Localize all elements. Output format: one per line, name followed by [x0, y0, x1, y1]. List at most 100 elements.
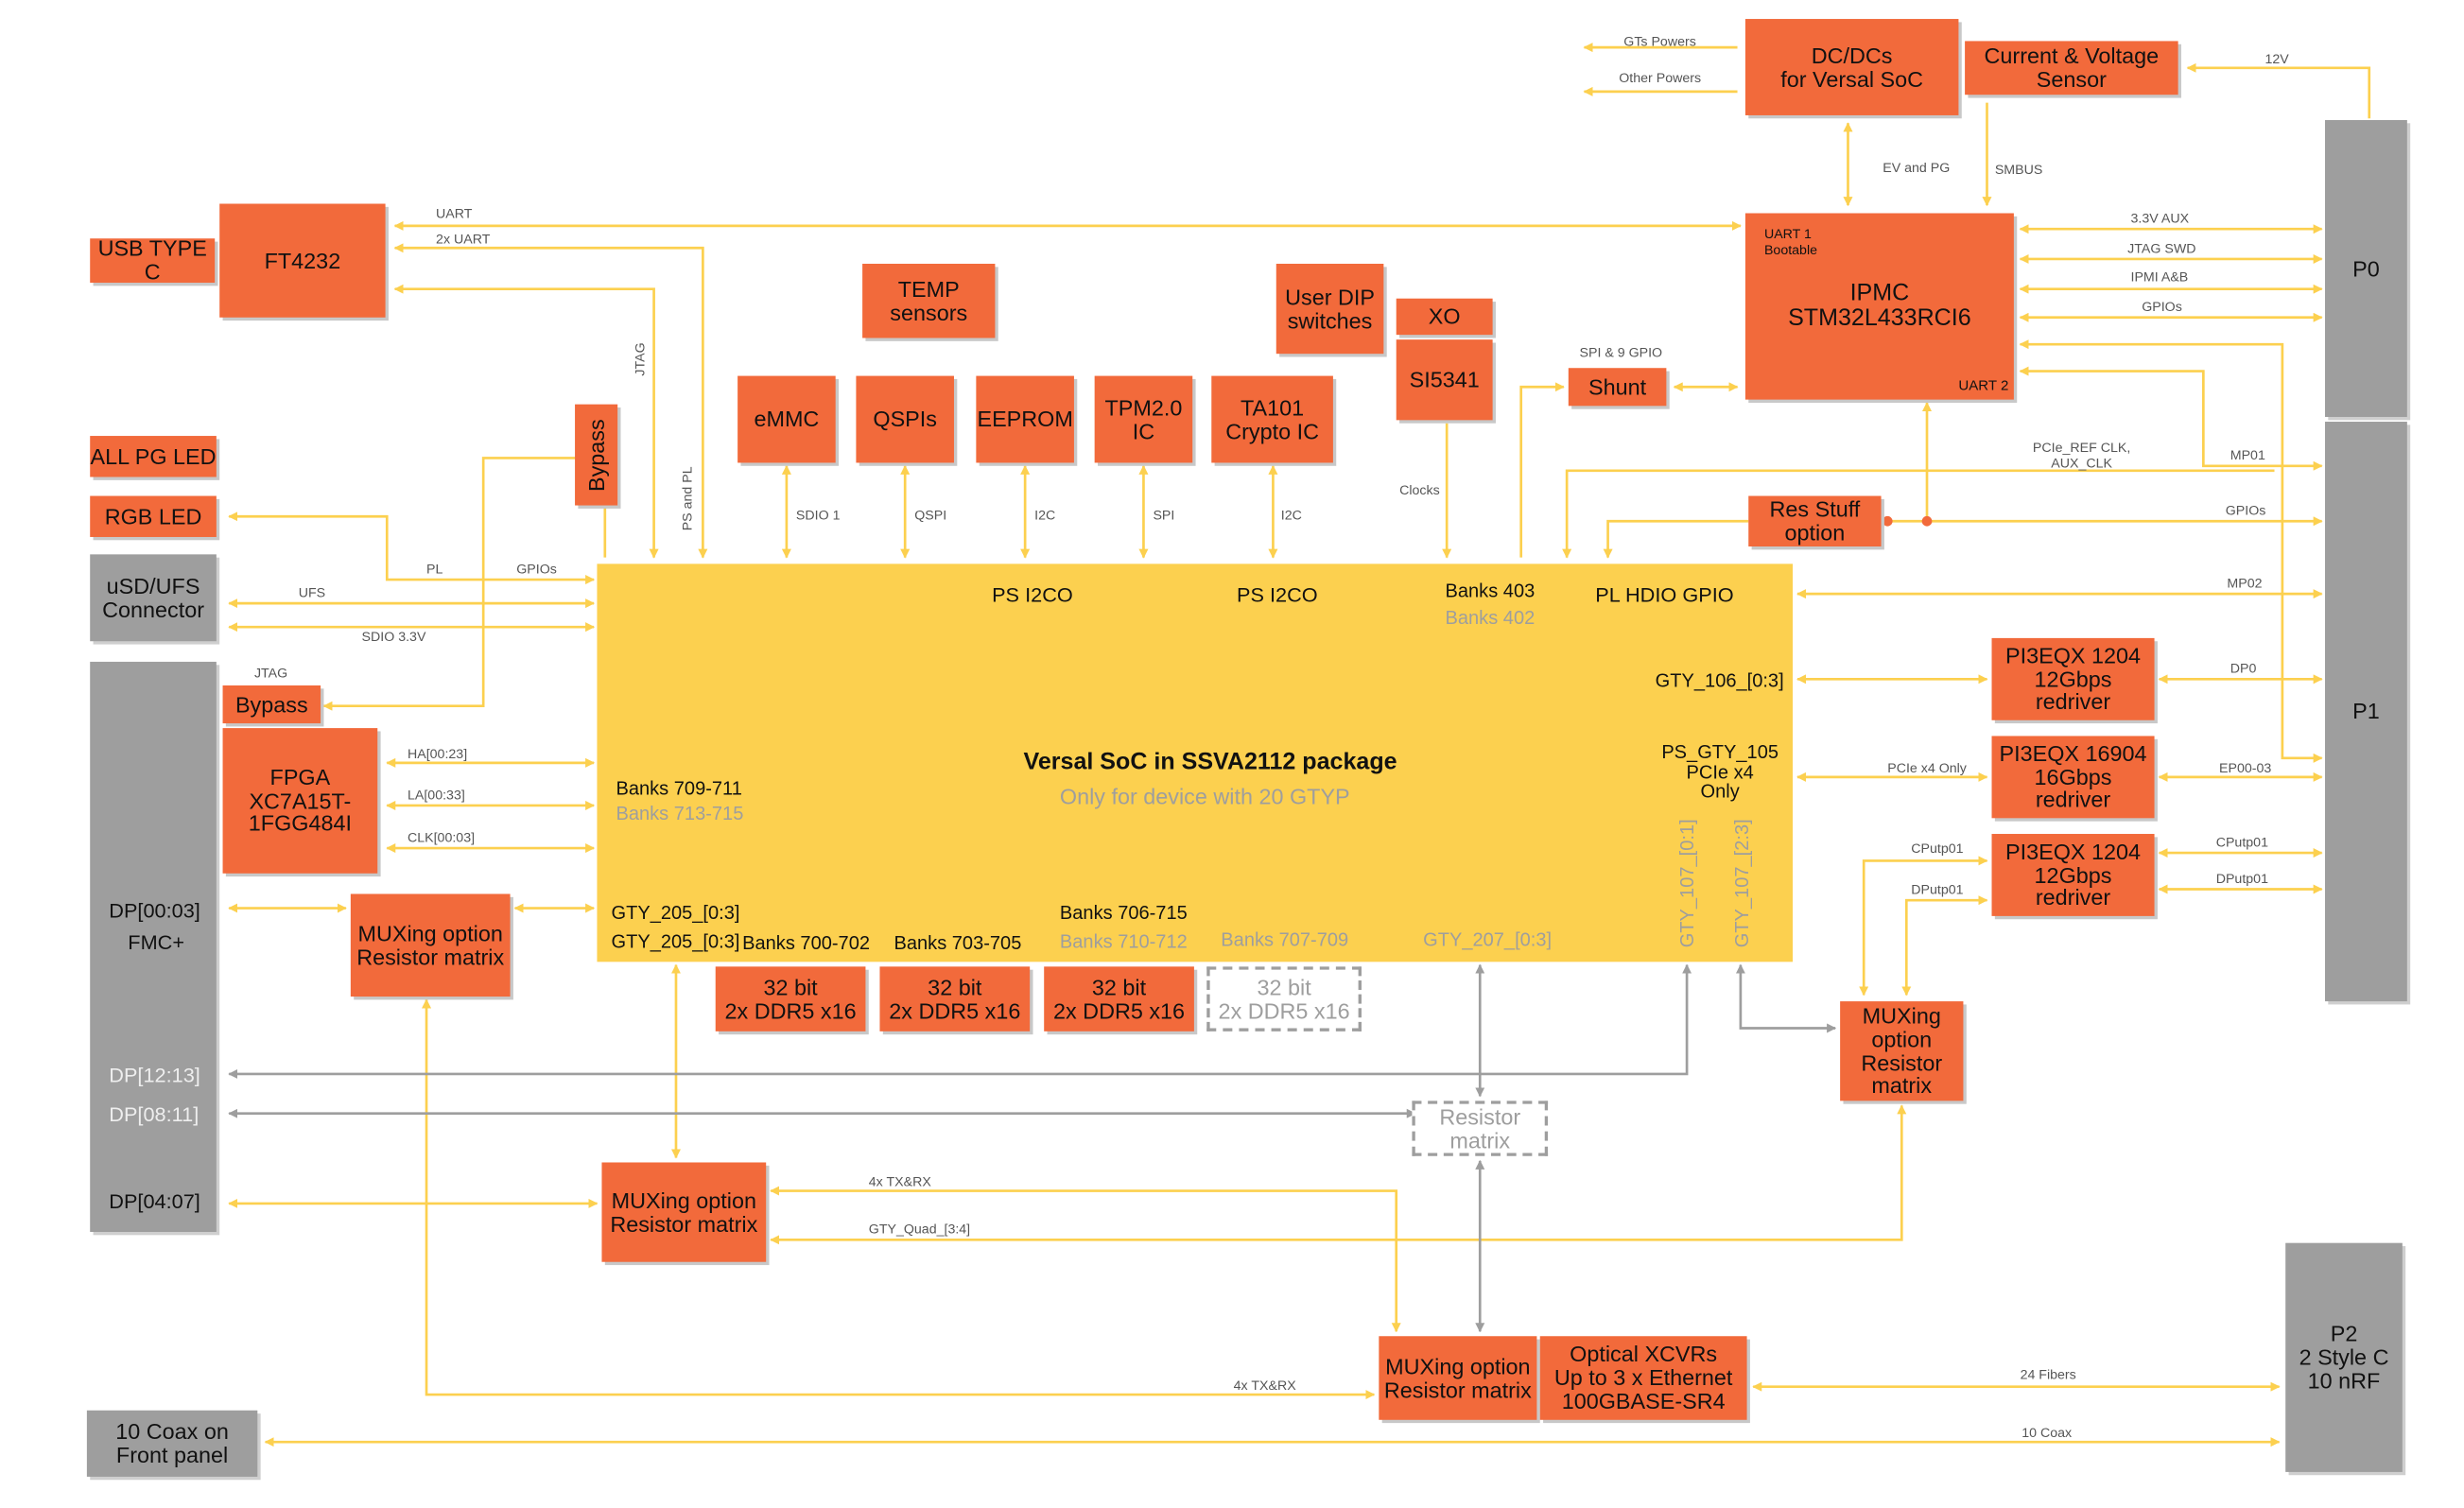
wire-pcie-ref — [1562, 469, 2275, 559]
soc-banks-703: Banks 703-705 — [894, 931, 1022, 954]
ft4232-text: FT4232 — [264, 247, 341, 273]
redriver-3-text: PI3EQX 1204 12Gbps redriver — [2005, 838, 2142, 910]
resmatrix-text: Resistor matrix — [1439, 1103, 1521, 1153]
soc-gty205-a: GTY_205_[0:3] — [611, 901, 740, 925]
redriver-2-block: PI3EQX 16904 16Gbps redriver — [1991, 736, 2155, 819]
dcdc-text: DC/DCs for Versal SoC — [1780, 42, 1924, 92]
usb-type-c-block: USB TYPE C — [90, 236, 216, 284]
qspis-text: QSPIs — [873, 406, 937, 432]
label-spi-tpm: SPI — [1153, 507, 1175, 523]
soc-gty207: GTY_207_[0:3] — [1423, 928, 1553, 951]
bypass-top-block: Bypass — [575, 404, 618, 506]
wire-pl-led — [228, 511, 596, 585]
emmc-text: eMMC — [754, 406, 820, 432]
eeprom-text: EEPROM — [977, 406, 1073, 432]
label-uart: UART — [436, 205, 473, 221]
qspis-block: QSPIs — [856, 375, 954, 463]
soc-subtitle: Only for device with 20 GTYP — [1059, 783, 1350, 809]
ddr-2-block: 32 bit 2x DDR5 x16 — [879, 966, 1031, 1031]
usd-ufs-connector: uSD/UFS Connector — [90, 554, 217, 642]
redriver-3-block: PI3EQX 1204 12Gbps redriver — [1991, 834, 2155, 916]
label-i2c-ta101: I2C — [1280, 507, 1302, 523]
wire-ipmc-p1 — [2019, 339, 2323, 763]
soc-ps-i2c-1: PS I2CO — [992, 582, 1073, 607]
coax-text: 10 Coax on Front panel — [115, 1418, 229, 1467]
p2-connector: P2 2 Style C 10 nRF — [2285, 1242, 2403, 1472]
label-2x-uart: 2x UART — [436, 230, 491, 247]
allpg-text: ALL PG LED — [90, 442, 217, 469]
soc-ps-gty105: PS_GTY_105 PCIe x4 Only — [1658, 739, 1781, 806]
mux-mid-text: MUXing option Resistor matrix — [610, 1187, 758, 1237]
wire-4x-txrx-a — [770, 1186, 1401, 1333]
ddr-2-text: 32 bit 2x DDR5 x16 — [889, 974, 1021, 1023]
wire-dp1213 — [228, 963, 1692, 1079]
usd-text: uSD/UFS Connector — [102, 573, 204, 622]
label-la: LA[00:33] — [407, 786, 465, 803]
bypass-left-text: Bypass — [234, 691, 308, 717]
temp-sensors-block: TEMP sensors — [862, 263, 996, 338]
label-sdio1: SDIO 1 — [795, 507, 841, 523]
soc-gty107-a: GTY_107_[0:1] — [1675, 819, 1698, 948]
optical-text: Optical XCVRs Up to 3 x Ethernet 100GBAS… — [1553, 1342, 1733, 1413]
shunt-text: Shunt — [1588, 373, 1647, 400]
soc-gty205-b: GTY_205_[0:3] — [611, 929, 740, 953]
mux-mid-block: MUXing option Resistor matrix — [601, 1162, 767, 1262]
label-10-coax: 10 Coax — [2022, 1424, 2073, 1441]
ipmc-text: IPMC STM32L433RCI6 — [1788, 280, 1971, 332]
tpm-block: TPM2.0 IC — [1094, 375, 1193, 463]
label-cputp01-b: CPutp01 — [2215, 834, 2268, 850]
label-jtag-vertical: JTAG — [632, 342, 648, 376]
label-cputp01-a: CPutp01 — [1911, 840, 1964, 857]
mux-left-text: MUXing option Resistor matrix — [356, 920, 505, 969]
ddr-3-text: 32 bit 2x DDR5 x16 — [1052, 974, 1186, 1023]
soc-banks-403: Banks 403 — [1445, 580, 1536, 602]
fmc-dp0407: DP[04:07] — [109, 1188, 200, 1213]
label-ep00: EP00-03 — [2219, 759, 2272, 776]
label-spi-9gpio: SPI & 9 GPIO — [1579, 344, 1663, 360]
label-4x-txrx-a: 4x TX&RX — [868, 1173, 931, 1189]
soc-banks-706: Banks 706-715 — [1059, 901, 1188, 925]
wire-12v — [2186, 62, 2371, 119]
wire-gty107-mux — [1735, 963, 1837, 1033]
emmc-block: eMMC — [737, 375, 836, 463]
redriver-1-text: PI3EQX 1204 12Gbps redriver — [2005, 642, 2142, 715]
fmc-connector — [90, 661, 217, 1232]
soc-banks-402: Banks 402 — [1445, 606, 1536, 629]
label-dputp01-a: DPutp01 — [1911, 881, 1964, 897]
ta101-block: TA101 Crypto IC — [1211, 375, 1333, 463]
rgb-led-block: RGB LED — [90, 495, 217, 537]
coax-front-panel-block: 10 Coax on Front panel — [86, 1410, 258, 1477]
sensor-text: Current & Voltage Sensor — [1984, 43, 2160, 92]
ddr-1-text: 32 bit 2x DDR5 x16 — [724, 974, 857, 1023]
resstuff-text: Res Stuff option — [1769, 496, 1861, 546]
label-dp0: DP0 — [2230, 660, 2257, 676]
xo-text: XO — [1428, 303, 1461, 329]
soc-ps-gty105-text: PS_GTY_105 PCIe x4 Only — [1661, 740, 1779, 804]
mux-right-text: MUXing option Resistor matrix — [1861, 1002, 1943, 1099]
xo-block: XO — [1396, 298, 1493, 336]
mux-bottom-block: MUXing option Resistor matrix — [1379, 1336, 1537, 1420]
tpm-text: TPM2.0 IC — [1104, 394, 1183, 443]
redriver-2-text: PI3EQX 16904 16Gbps redriver — [1999, 740, 2147, 813]
soc-ps-i2c-2: PS I2CO — [1237, 582, 1318, 607]
junction-dot — [1882, 515, 1893, 527]
label-33v-aux: 3.3V AUX — [2130, 210, 2190, 226]
label-mp02: MP02 — [2227, 575, 2263, 591]
fmc-plus-label: FMC+ — [128, 929, 185, 954]
label-ha: HA[00:23] — [407, 745, 468, 762]
label-ufs: UFS — [298, 584, 326, 600]
fpga-block: FPGA XC7A15T- 1FGG484I — [222, 728, 378, 874]
mux-left-block: MUXing option Resistor matrix — [350, 893, 511, 997]
label-clk: CLK[00:03] — [407, 829, 476, 845]
wire-mp01 — [2019, 366, 2323, 471]
label-qspi: QSPI — [914, 507, 947, 523]
bypass-top-text: Bypass — [582, 418, 609, 492]
label-pcie-x4: PCIe x4 Only — [1887, 759, 1967, 776]
sensor-block: Current & Voltage Sensor — [1965, 41, 2178, 95]
fmc-dp0811: DP[08:11] — [109, 1102, 200, 1127]
res-stuff-block: Res Stuff option — [1748, 495, 1882, 546]
label-pl: PL — [426, 561, 443, 577]
label-i2c-eeprom: I2C — [1034, 507, 1056, 523]
